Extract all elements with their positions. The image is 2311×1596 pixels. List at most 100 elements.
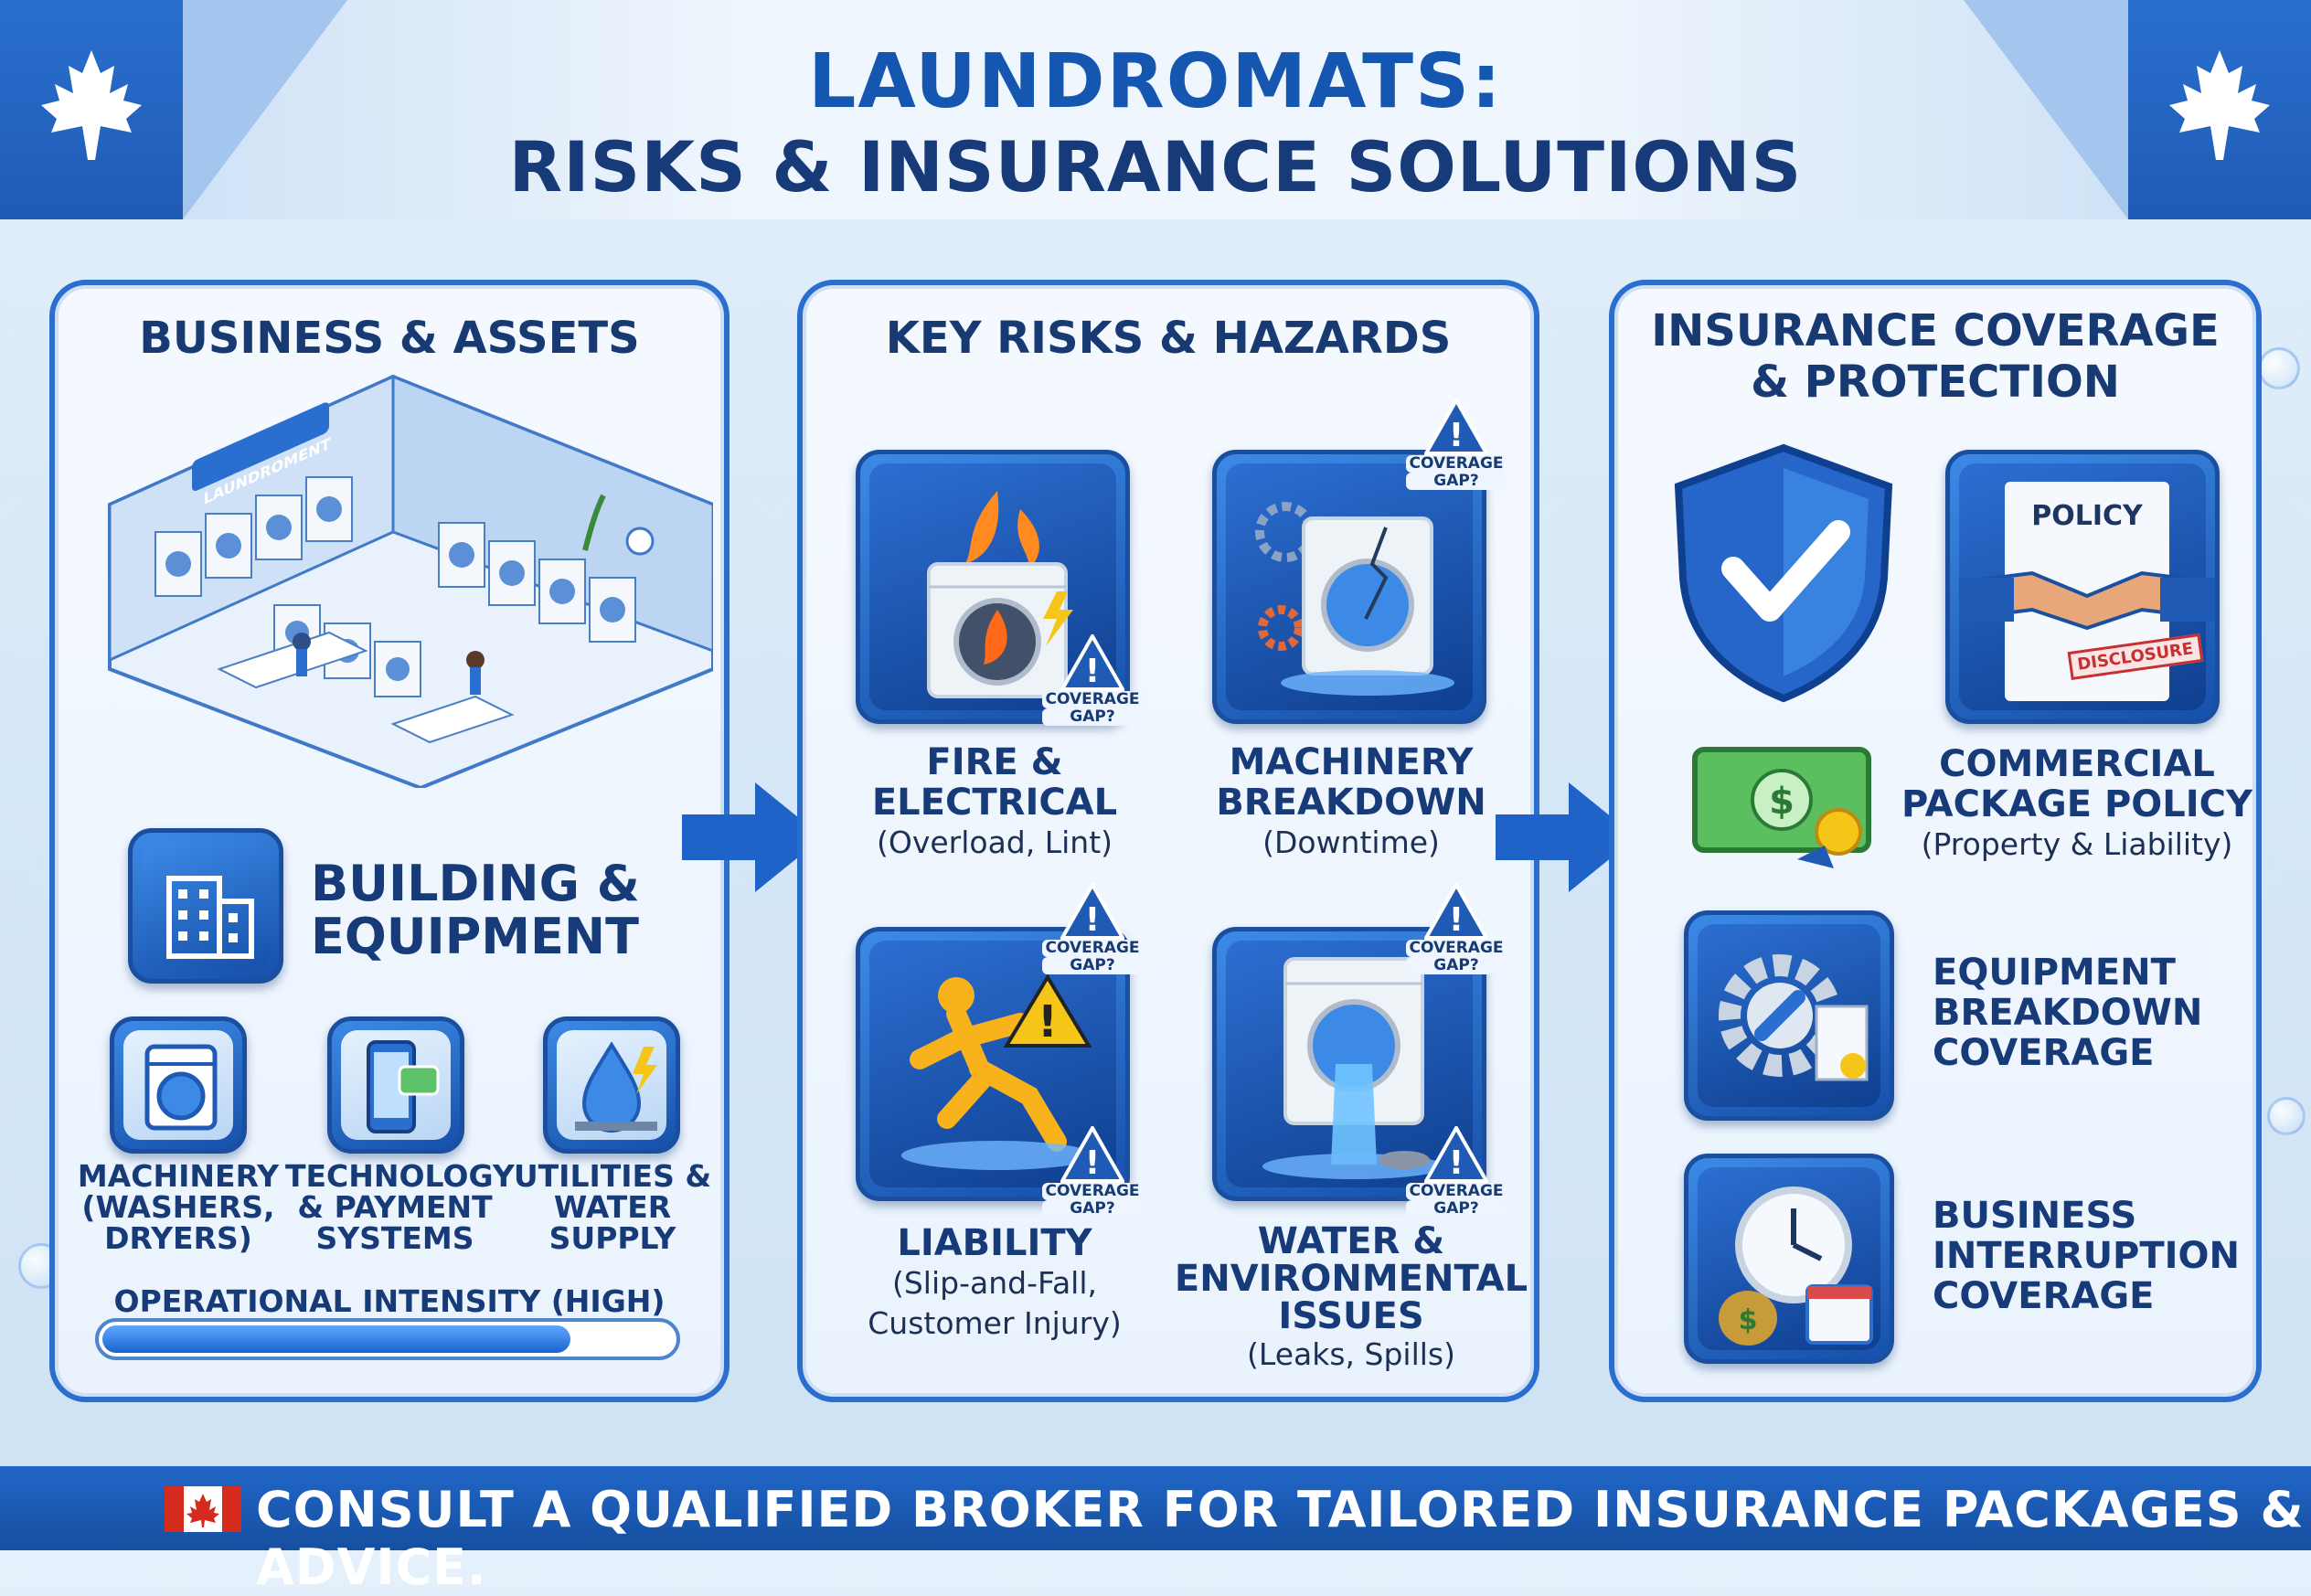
risk-label-line: FIRE &: [926, 741, 1063, 783]
svg-text:!: !: [1085, 1144, 1100, 1182]
insurance-label-line: INTERRUPTION: [1933, 1235, 2241, 1277]
svg-text:!: !: [1449, 417, 1464, 454]
shield-check-icon: [1674, 443, 1893, 703]
coverage-gap-badge: ! COVERAGE GAP?: [1406, 399, 1507, 490]
header-corner-right: [2128, 0, 2311, 219]
insurance-label-line: COVERAGE: [1933, 1275, 2155, 1317]
page-title-line2: RISKS & INSURANCE SOLUTIONS: [508, 126, 1803, 207]
header-triangle-left: [183, 0, 347, 219]
coverage-gap-badge: ! COVERAGE GAP?: [1042, 634, 1143, 726]
warning-icon: !: [1060, 883, 1124, 940]
insurance-interruption-label: BUSINESS INTERRUPTION COVERAGE: [1933, 1196, 2240, 1316]
washing-machine-icon: [144, 1044, 218, 1131]
coverage-gap-text: GAP?: [1406, 473, 1507, 490]
warning-icon: !: [1060, 1126, 1124, 1183]
risk-label-line: ELECTRICAL: [871, 782, 1118, 824]
coverage-gap-badge: ! COVERAGE GAP?: [1406, 1126, 1507, 1218]
asset-machinery-label: MACHINERY (WASHERS, DRYERS): [73, 1161, 283, 1254]
svg-text:!: !: [1449, 901, 1464, 939]
svg-text:!: !: [1038, 996, 1058, 1048]
insurance-label-line: EQUIPMENT: [1933, 952, 2176, 994]
insurance-label-line: BUSINESS: [1933, 1195, 2137, 1237]
clock-money-icon: $: [1719, 1186, 1873, 1346]
coverage-gap-text: COVERAGE: [1042, 940, 1143, 957]
coverage-gap-text: COVERAGE: [1406, 455, 1507, 473]
coverage-gap-text: COVERAGE: [1042, 691, 1143, 708]
maple-leaf-icon: [41, 50, 142, 160]
insurance-label-sub: (Property & Liability): [1921, 826, 2233, 862]
panel-title-business: BUSINESS & ASSETS: [139, 313, 640, 364]
risk-liability-label: LIABILITY (Slip-and-Fall, Customer Injur…: [812, 1223, 1177, 1344]
asset-label-line: & PAYMENT: [297, 1189, 493, 1225]
leaking-washer-icon: [1262, 957, 1445, 1179]
risk-label-line: WATER &: [1257, 1220, 1445, 1262]
footer-text: CONSULT A QUALIFIED BROKER FOR TAILORED …: [256, 1481, 2305, 1596]
asset-label-line: MACHINERY: [77, 1158, 280, 1194]
risk-fire-label: FIRE & ELECTRICAL (Overload, Lint): [812, 742, 1177, 863]
risk-label-line: ISSUES: [1278, 1295, 1424, 1337]
cash-icon: $: [1692, 747, 1871, 868]
asset-technology-box: [327, 1016, 464, 1154]
warning-icon: !: [1424, 883, 1488, 940]
svg-text:$: $: [1739, 1304, 1758, 1336]
svg-text:!: !: [1085, 653, 1100, 690]
policy-document-title: POLICY: [2031, 500, 2143, 532]
coverage-gap-badge: ! COVERAGE GAP?: [1042, 883, 1143, 974]
risk-liability-box: !: [856, 927, 1130, 1201]
coverage-gap-text: COVERAGE: [1042, 1183, 1143, 1200]
risk-machinery-box: [1212, 450, 1486, 724]
page-title-line1: LAUNDROMATS:: [808, 38, 1503, 125]
insurance-equipment-label: EQUIPMENT BREAKDOWN COVERAGE: [1933, 952, 2202, 1073]
operational-intensity-label: OPERATIONAL INTENSITY (HIGH): [113, 1283, 666, 1319]
water-drop-bolt-icon: [575, 1041, 657, 1133]
flow-arrow-icon: [682, 782, 823, 892]
header-triangle-right: [1964, 0, 2128, 219]
equipment-breakdown-box: [1684, 910, 1894, 1121]
insurance-label-line: COVERAGE: [1933, 1032, 2155, 1074]
insurance-label-line: COMMERCIAL: [1939, 743, 2215, 785]
risk-label-sub: Customer Injury): [868, 1305, 1122, 1341]
risk-label-sub: (Slip-and-Fall,: [891, 1265, 1097, 1301]
coverage-gap-text: GAP?: [1042, 957, 1143, 974]
svg-text:$: $: [1769, 781, 1794, 823]
warning-icon: !: [1424, 1126, 1488, 1183]
warning-icon: !: [1060, 634, 1124, 691]
insurance-commercial-label: COMMERCIAL PACKAGE POLICY (Property & Li…: [1894, 744, 2260, 865]
risk-machinery-label: MACHINERY BREAKDOWN (Downtime): [1168, 742, 1534, 863]
asset-label-line: TECHNOLOGY: [285, 1158, 515, 1194]
asset-technology-label: TECHNOLOGY & PAYMENT SYSTEMS: [285, 1158, 515, 1256]
insurance-label-line: BREAKDOWN: [1933, 992, 2203, 1034]
asset-label-line: DRYERS): [104, 1220, 252, 1256]
gear-wrench-icon: [1719, 954, 1869, 1081]
coverage-gap-text: GAP?: [1042, 708, 1143, 726]
asset-label-line: SYSTEMS: [315, 1220, 474, 1256]
risk-label-line: LIABILITY: [897, 1222, 1092, 1264]
broken-washer-icon: [1255, 502, 1454, 696]
building-label-line2: EQUIPMENT: [311, 908, 639, 965]
coverage-gap-text: COVERAGE: [1406, 1183, 1507, 1200]
warning-icon: !: [1424, 399, 1488, 455]
risk-label-line: MACHINERY: [1229, 741, 1474, 783]
risk-label-sub: (Downtime): [1262, 825, 1440, 860]
asset-label-line: SUPPLY: [548, 1220, 676, 1256]
coverage-gap-badge: ! COVERAGE GAP?: [1406, 883, 1507, 974]
panel-title-insurance-line1: INSURANCE COVERAGE: [1651, 305, 2220, 356]
asset-label-line: (WASHERS,: [81, 1189, 275, 1225]
insurance-label-line: PACKAGE POLICY: [1901, 783, 2252, 825]
asset-utilities-label: UTILITIES & WATER SUPPLY: [512, 1161, 713, 1254]
svg-text:!: !: [1449, 1144, 1464, 1182]
asset-label-line: WATER: [553, 1189, 672, 1225]
asset-label-line: UTILITIES &: [513, 1158, 712, 1194]
bubble-decoration: [2267, 1097, 2306, 1135]
asset-utilities-box: [543, 1016, 680, 1154]
header-corner-left: [0, 0, 183, 219]
canada-flag-icon: [165, 1486, 241, 1532]
panel-title-insurance: INSURANCE COVERAGE & PROTECTION: [1614, 305, 2256, 408]
risk-water-label: WATER & ENVIRONMENTAL ISSUES (Leaks, Spi…: [1168, 1223, 1534, 1373]
risk-label-line: BREAKDOWN: [1216, 782, 1486, 824]
operational-intensity-fill: [102, 1325, 570, 1353]
svg-text:!: !: [1085, 901, 1100, 939]
panel-title-risks: KEY RISKS & HAZARDS: [885, 313, 1452, 364]
slip-fall-icon: !: [901, 974, 1093, 1170]
operational-intensity-bar: [95, 1318, 680, 1360]
